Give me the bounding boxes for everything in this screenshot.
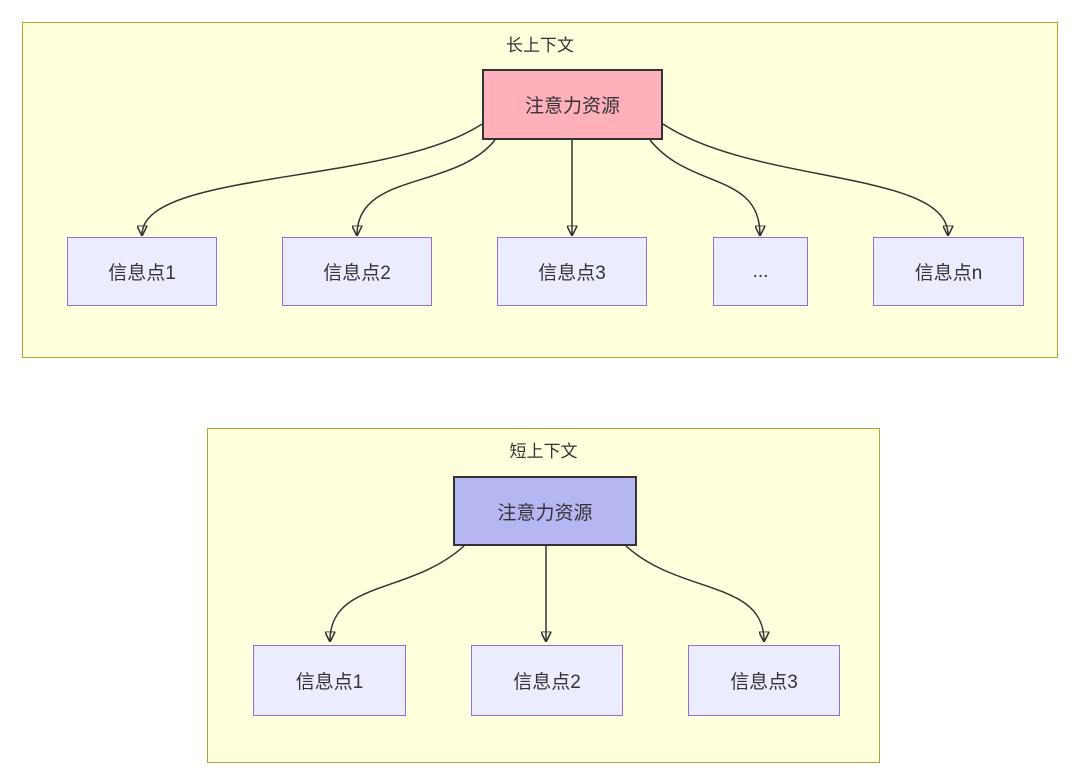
short-info-node-2: 信息点2 [471,645,623,716]
long-info-node-1: 信息点1 [67,237,217,306]
short-info-node-3: 信息点3 [688,645,840,716]
long-info-node-2: 信息点2 [282,237,432,306]
short-attention-node: 注意力资源 [453,476,637,546]
long-attention-node: 注意力资源 [482,69,663,140]
long-info-node-ellipsis: ... [713,237,808,306]
short-context-title: 短上下文 [509,442,578,461]
long-info-node-n: 信息点n [873,237,1024,306]
long-context-title: 长上下文 [506,36,574,55]
long-info-node-3: 信息点3 [497,237,647,306]
short-info-node-1: 信息点1 [253,645,406,716]
